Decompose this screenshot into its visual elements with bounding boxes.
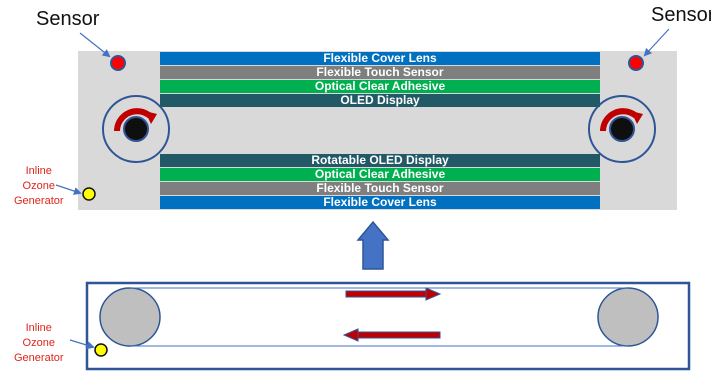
- top-ozone-label: Inline Ozone Generator: [14, 164, 64, 209]
- bottom-layer-touch-sensor: Flexible Touch Sensor: [160, 182, 600, 195]
- bottom-ozone-label-line: Generator: [14, 352, 64, 364]
- bottom-layer-rotatable-oled: Rotatable OLED Display: [160, 154, 600, 167]
- right-rotation-arrow: [600, 108, 638, 132]
- left-direction-arrow: [342, 328, 441, 342]
- top-ozone-dot: [82, 187, 96, 201]
- top-ozone-label-line: Ozone: [22, 180, 55, 192]
- left-rotation-arrow: [114, 108, 152, 132]
- left-roller: [102, 95, 170, 163]
- bottom-ozone-label: Inline Ozone Generator: [14, 321, 64, 366]
- top-layer-oled-display: OLED Display: [160, 94, 600, 107]
- top-ozone-label-line: Inline: [25, 165, 52, 177]
- right-sensor-label: Sensor: [651, 4, 711, 26]
- bottom-ozone-label-line: Ozone: [22, 337, 55, 349]
- left-sensor-pointer: [79, 32, 111, 58]
- top-ozone-label-line: Generator: [14, 195, 64, 207]
- left-sensor-dot: [110, 55, 126, 71]
- bottom-right-roller: [597, 287, 659, 347]
- right-roller: [588, 95, 656, 163]
- top-layer-adhesive: Optical Clear Adhesive: [160, 80, 600, 93]
- up-arrow: [356, 220, 390, 270]
- top-layer-cover-lens: Flexible Cover Lens: [160, 52, 600, 65]
- right-sensor-pointer: [643, 28, 670, 57]
- right-direction-arrow: [345, 287, 442, 301]
- top-ozone-pointer: [55, 184, 82, 195]
- bottom-layer-adhesive: Optical Clear Adhesive: [160, 168, 600, 181]
- top-layer-touch-sensor: Flexible Touch Sensor: [160, 66, 600, 79]
- bottom-layer-cover-lens: Flexible Cover Lens: [160, 196, 600, 209]
- bottom-ozone-label-line: Inline: [25, 322, 52, 334]
- bottom-left-roller: [99, 287, 161, 347]
- left-sensor-label: Sensor: [36, 8, 100, 30]
- right-sensor-dot: [628, 55, 644, 71]
- bottom-ozone-dot: [94, 343, 108, 357]
- bottom-ozone-pointer: [69, 339, 95, 350]
